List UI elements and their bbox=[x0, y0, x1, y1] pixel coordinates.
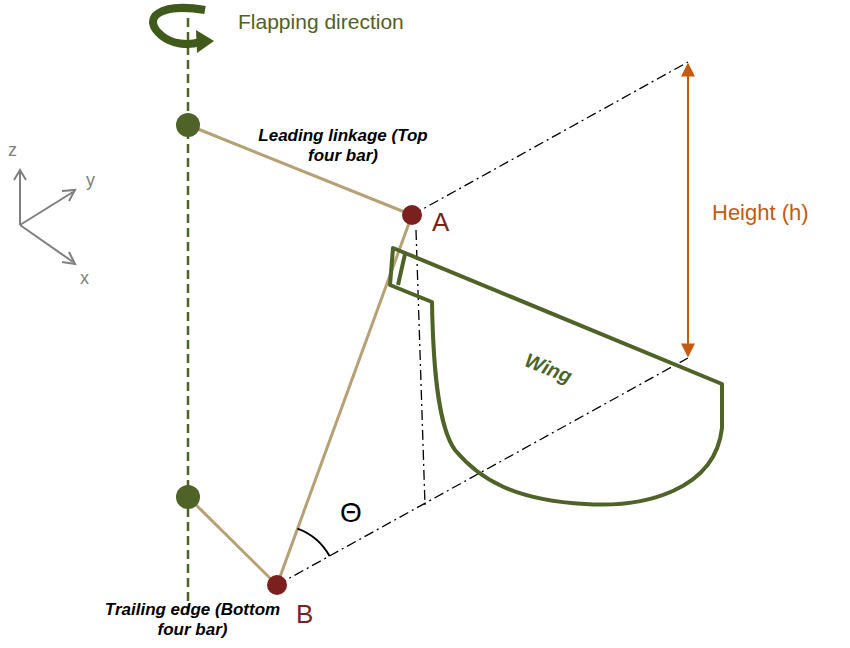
rotation-arrowhead bbox=[196, 30, 214, 53]
joint-a bbox=[402, 205, 422, 225]
label-text: z bbox=[8, 140, 17, 161]
linkage-bars bbox=[188, 125, 412, 585]
label-text: Θ bbox=[340, 497, 362, 529]
label-text: Height (h) bbox=[712, 200, 809, 225]
height-dimension bbox=[687, 64, 689, 356]
label-text: A bbox=[432, 208, 449, 238]
wing-label: Wing bbox=[521, 348, 575, 388]
label-text: y bbox=[86, 170, 95, 191]
angle-arc bbox=[298, 529, 330, 556]
label-text: Flapping direction bbox=[238, 10, 404, 34]
joint-b bbox=[267, 575, 287, 595]
coordinate-axes bbox=[14, 170, 75, 264]
flapping-axis bbox=[187, 18, 190, 612]
label-text: x bbox=[80, 268, 89, 289]
label-text: Trailing edge (Bottom four bar) bbox=[95, 600, 290, 639]
wing-outline-path bbox=[390, 248, 722, 505]
label-text: B bbox=[296, 600, 313, 630]
label-text: Leading linkage (Top four bar) bbox=[258, 126, 428, 165]
wing-root-edge bbox=[398, 254, 405, 285]
pivot-joint bbox=[176, 485, 200, 509]
wing-shape: Wing bbox=[385, 240, 730, 515]
pivot-joint bbox=[176, 113, 200, 137]
